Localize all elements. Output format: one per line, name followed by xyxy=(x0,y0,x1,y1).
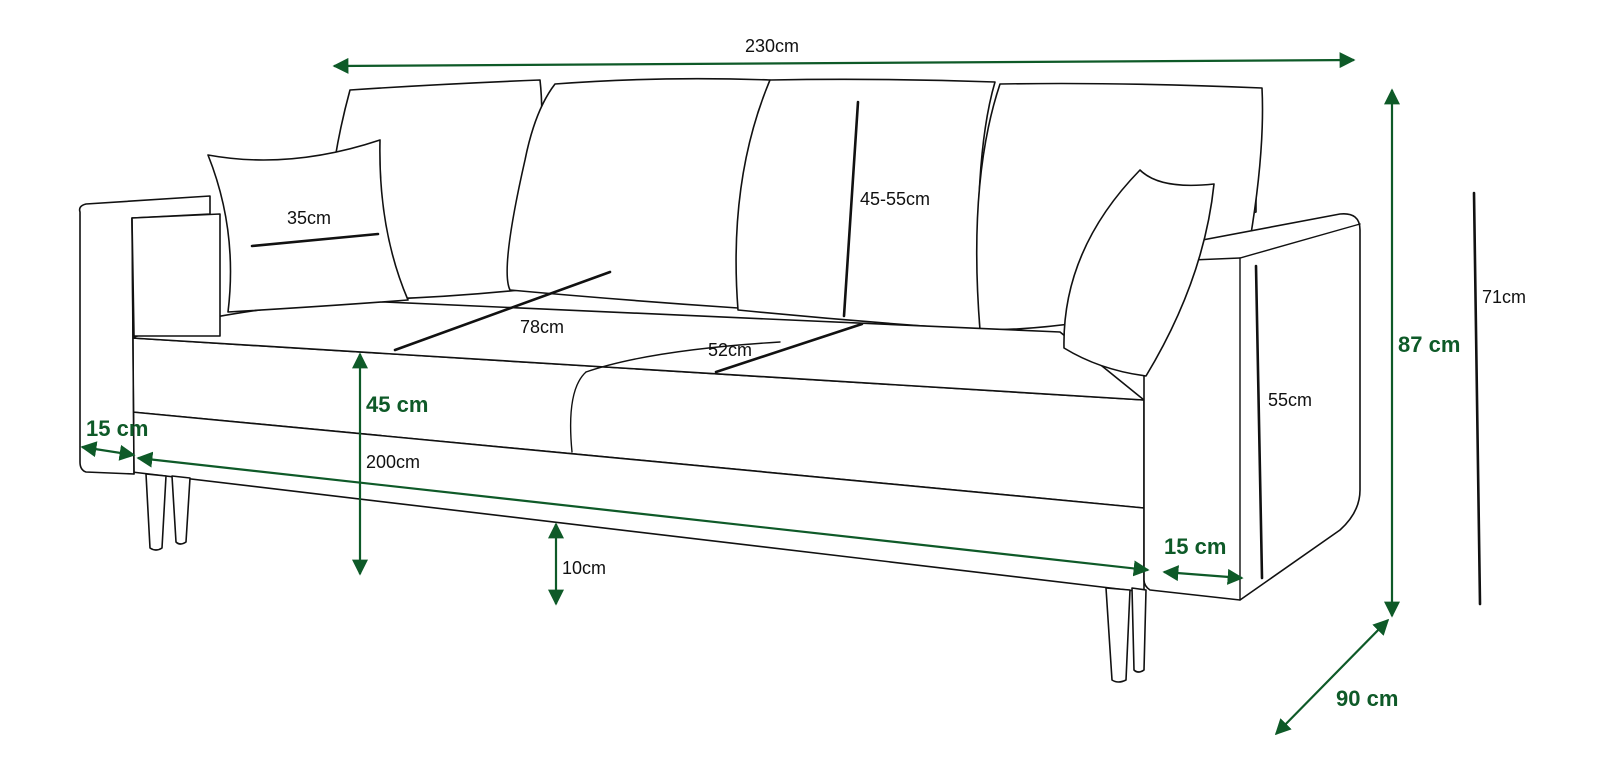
seat-depth-measure-line-b xyxy=(714,322,864,374)
leg-front-right xyxy=(1105,587,1131,683)
leg-clearance-label: 10cm xyxy=(562,558,606,578)
left-arm-width-arrow xyxy=(80,441,136,461)
right-arm-width-label: 15 cm xyxy=(1164,534,1226,559)
depth-label: 90 cm xyxy=(1336,686,1398,711)
leg-rear-left xyxy=(171,475,191,545)
seat-depth-label-a: 78cm xyxy=(520,317,564,337)
back-cushion-2 xyxy=(506,77,771,309)
arm-height-measure-line xyxy=(1254,264,1264,580)
sofa-drawing xyxy=(78,77,1482,683)
dimension-labels: 230cm 35cm 45-55cm 78cm 52cm 71cm 87 cm … xyxy=(86,36,1526,711)
throw-pillow-right xyxy=(1063,169,1215,377)
seat-cushion-divider xyxy=(569,371,587,453)
pillow-measure-line xyxy=(250,232,380,248)
back-cushion-height-label: 45-55cm xyxy=(860,189,930,209)
overall-width-label: 230cm xyxy=(745,36,799,56)
overall-width-arrow xyxy=(332,52,1356,74)
depth-arrow xyxy=(1274,618,1390,736)
throw-pillow-left xyxy=(207,139,409,313)
seat-height-label: 45 cm xyxy=(366,392,428,417)
backrest-height-label: 71cm xyxy=(1482,287,1526,307)
back-cushion-measure-line xyxy=(842,100,860,318)
small-pillow-label: 35cm xyxy=(287,208,331,228)
left-armrest-front xyxy=(131,213,221,337)
arm-height-label: 55cm xyxy=(1268,390,1312,410)
seat-depth-label-b: 52cm xyxy=(708,340,752,360)
backrest-height-measure-line xyxy=(1472,191,1482,606)
leg-front-left xyxy=(145,473,167,551)
dimension-arrows xyxy=(80,52,1400,736)
total-height-label: 87 cm xyxy=(1398,332,1460,357)
right-arm-width-arrow xyxy=(1162,565,1244,585)
leg-rear-right xyxy=(1131,587,1147,673)
seat-depth-measure-line-a xyxy=(393,270,612,352)
left-arm-width-label: 15 cm xyxy=(86,416,148,441)
seat-width-arrow xyxy=(136,451,1150,577)
seat-split-line xyxy=(585,341,781,373)
seat-width-label: 200cm xyxy=(366,452,420,472)
